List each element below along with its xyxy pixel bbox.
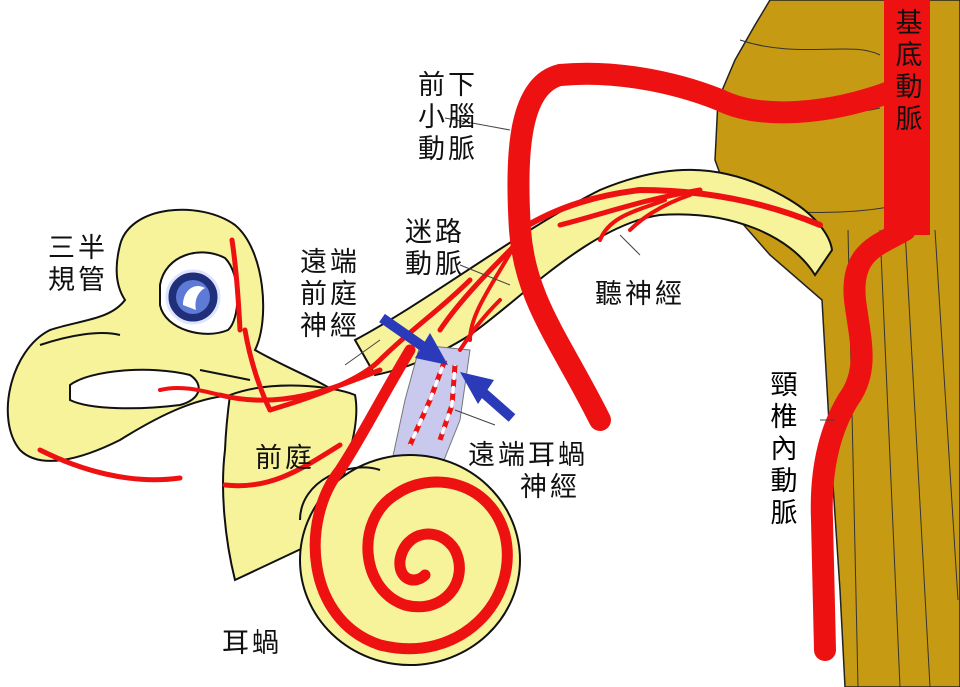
label-distal-cochlear-nerve: 遠端耳蝸 神經 (468, 440, 588, 503)
label-semicircular-canals: 三半 規管 (48, 233, 108, 296)
label-labyrinthine-artery: 迷路 動脈 (405, 217, 465, 280)
basilar-artery (884, 0, 930, 235)
leader-lines (344, 117, 835, 426)
logo-badge-icon (165, 269, 221, 325)
label-aica: 前下 小腦 動脈 (418, 70, 478, 165)
label-basilar-artery: 基 底 動 脈 (895, 8, 923, 135)
label-vestibule: 前庭 (255, 443, 315, 474)
aica (507, 62, 906, 431)
arrow-icon (379, 313, 516, 422)
distal-cochlear-nerve-dashes (407, 359, 458, 447)
label-distal-vestibular-nerve: 遠端 前庭 神經 (300, 247, 360, 342)
label-auditory-nerve: 聽神經 (595, 279, 685, 310)
vertebral-artery (810, 219, 916, 661)
cochlea (299, 454, 521, 666)
arteries (37, 0, 930, 661)
label-vertebral-artery: 頸 椎 內 動 脈 (770, 370, 798, 529)
label-cochlea: 耳蝸 (222, 628, 282, 659)
